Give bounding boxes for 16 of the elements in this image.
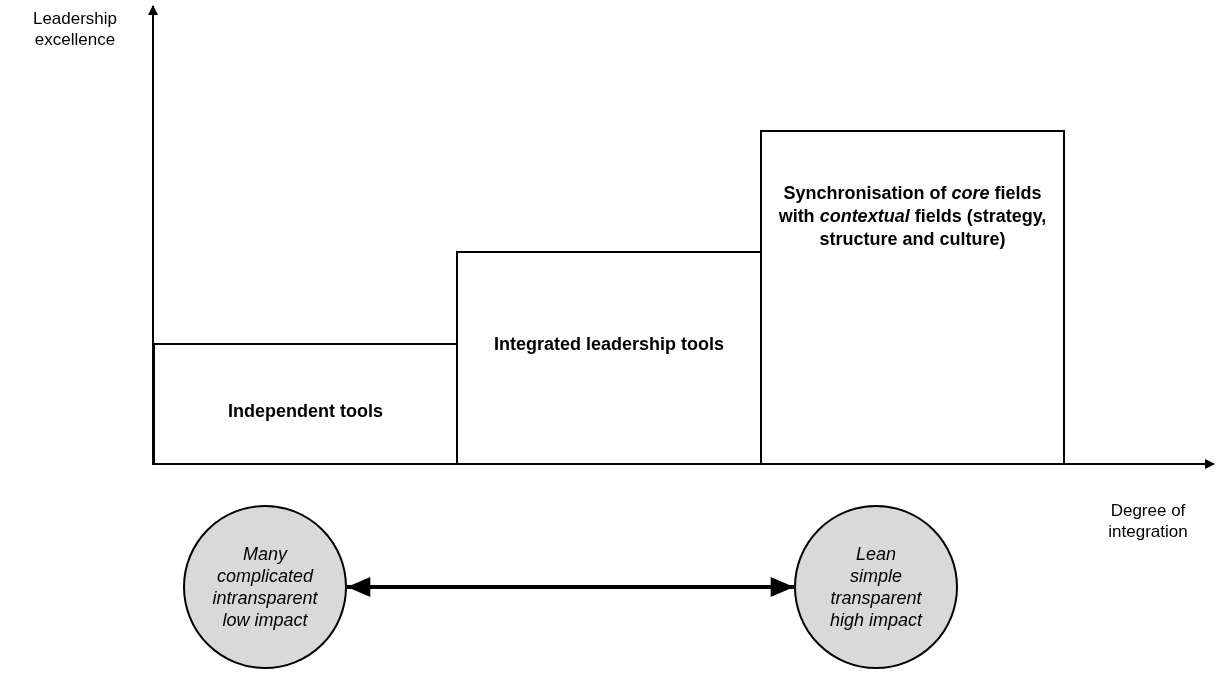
circle-text: high impact: [829, 609, 923, 631]
double-arrow: [347, 577, 794, 597]
circle-text: Many: [243, 543, 287, 565]
circle-text: intransparent: [212, 587, 318, 609]
step-box: [153, 343, 458, 465]
circle-text: transparent: [830, 587, 922, 609]
step-label: Synchronisation of core fields with contextual fields (strategy, structure and culture): [777, 182, 1048, 251]
step-box: [760, 130, 1065, 465]
axis-label: Leadership excellence: [31, 8, 119, 50]
step-label: Integrated leadership tools: [493, 333, 724, 356]
step-label: Independent tools: [228, 400, 383, 423]
circle-text: Lean: [855, 543, 896, 565]
circle-text: low impact: [222, 609, 308, 631]
axis-label: Degree of integration: [1107, 500, 1189, 542]
circle-text: simple: [850, 565, 902, 587]
circle-text: complicated: [216, 565, 313, 587]
